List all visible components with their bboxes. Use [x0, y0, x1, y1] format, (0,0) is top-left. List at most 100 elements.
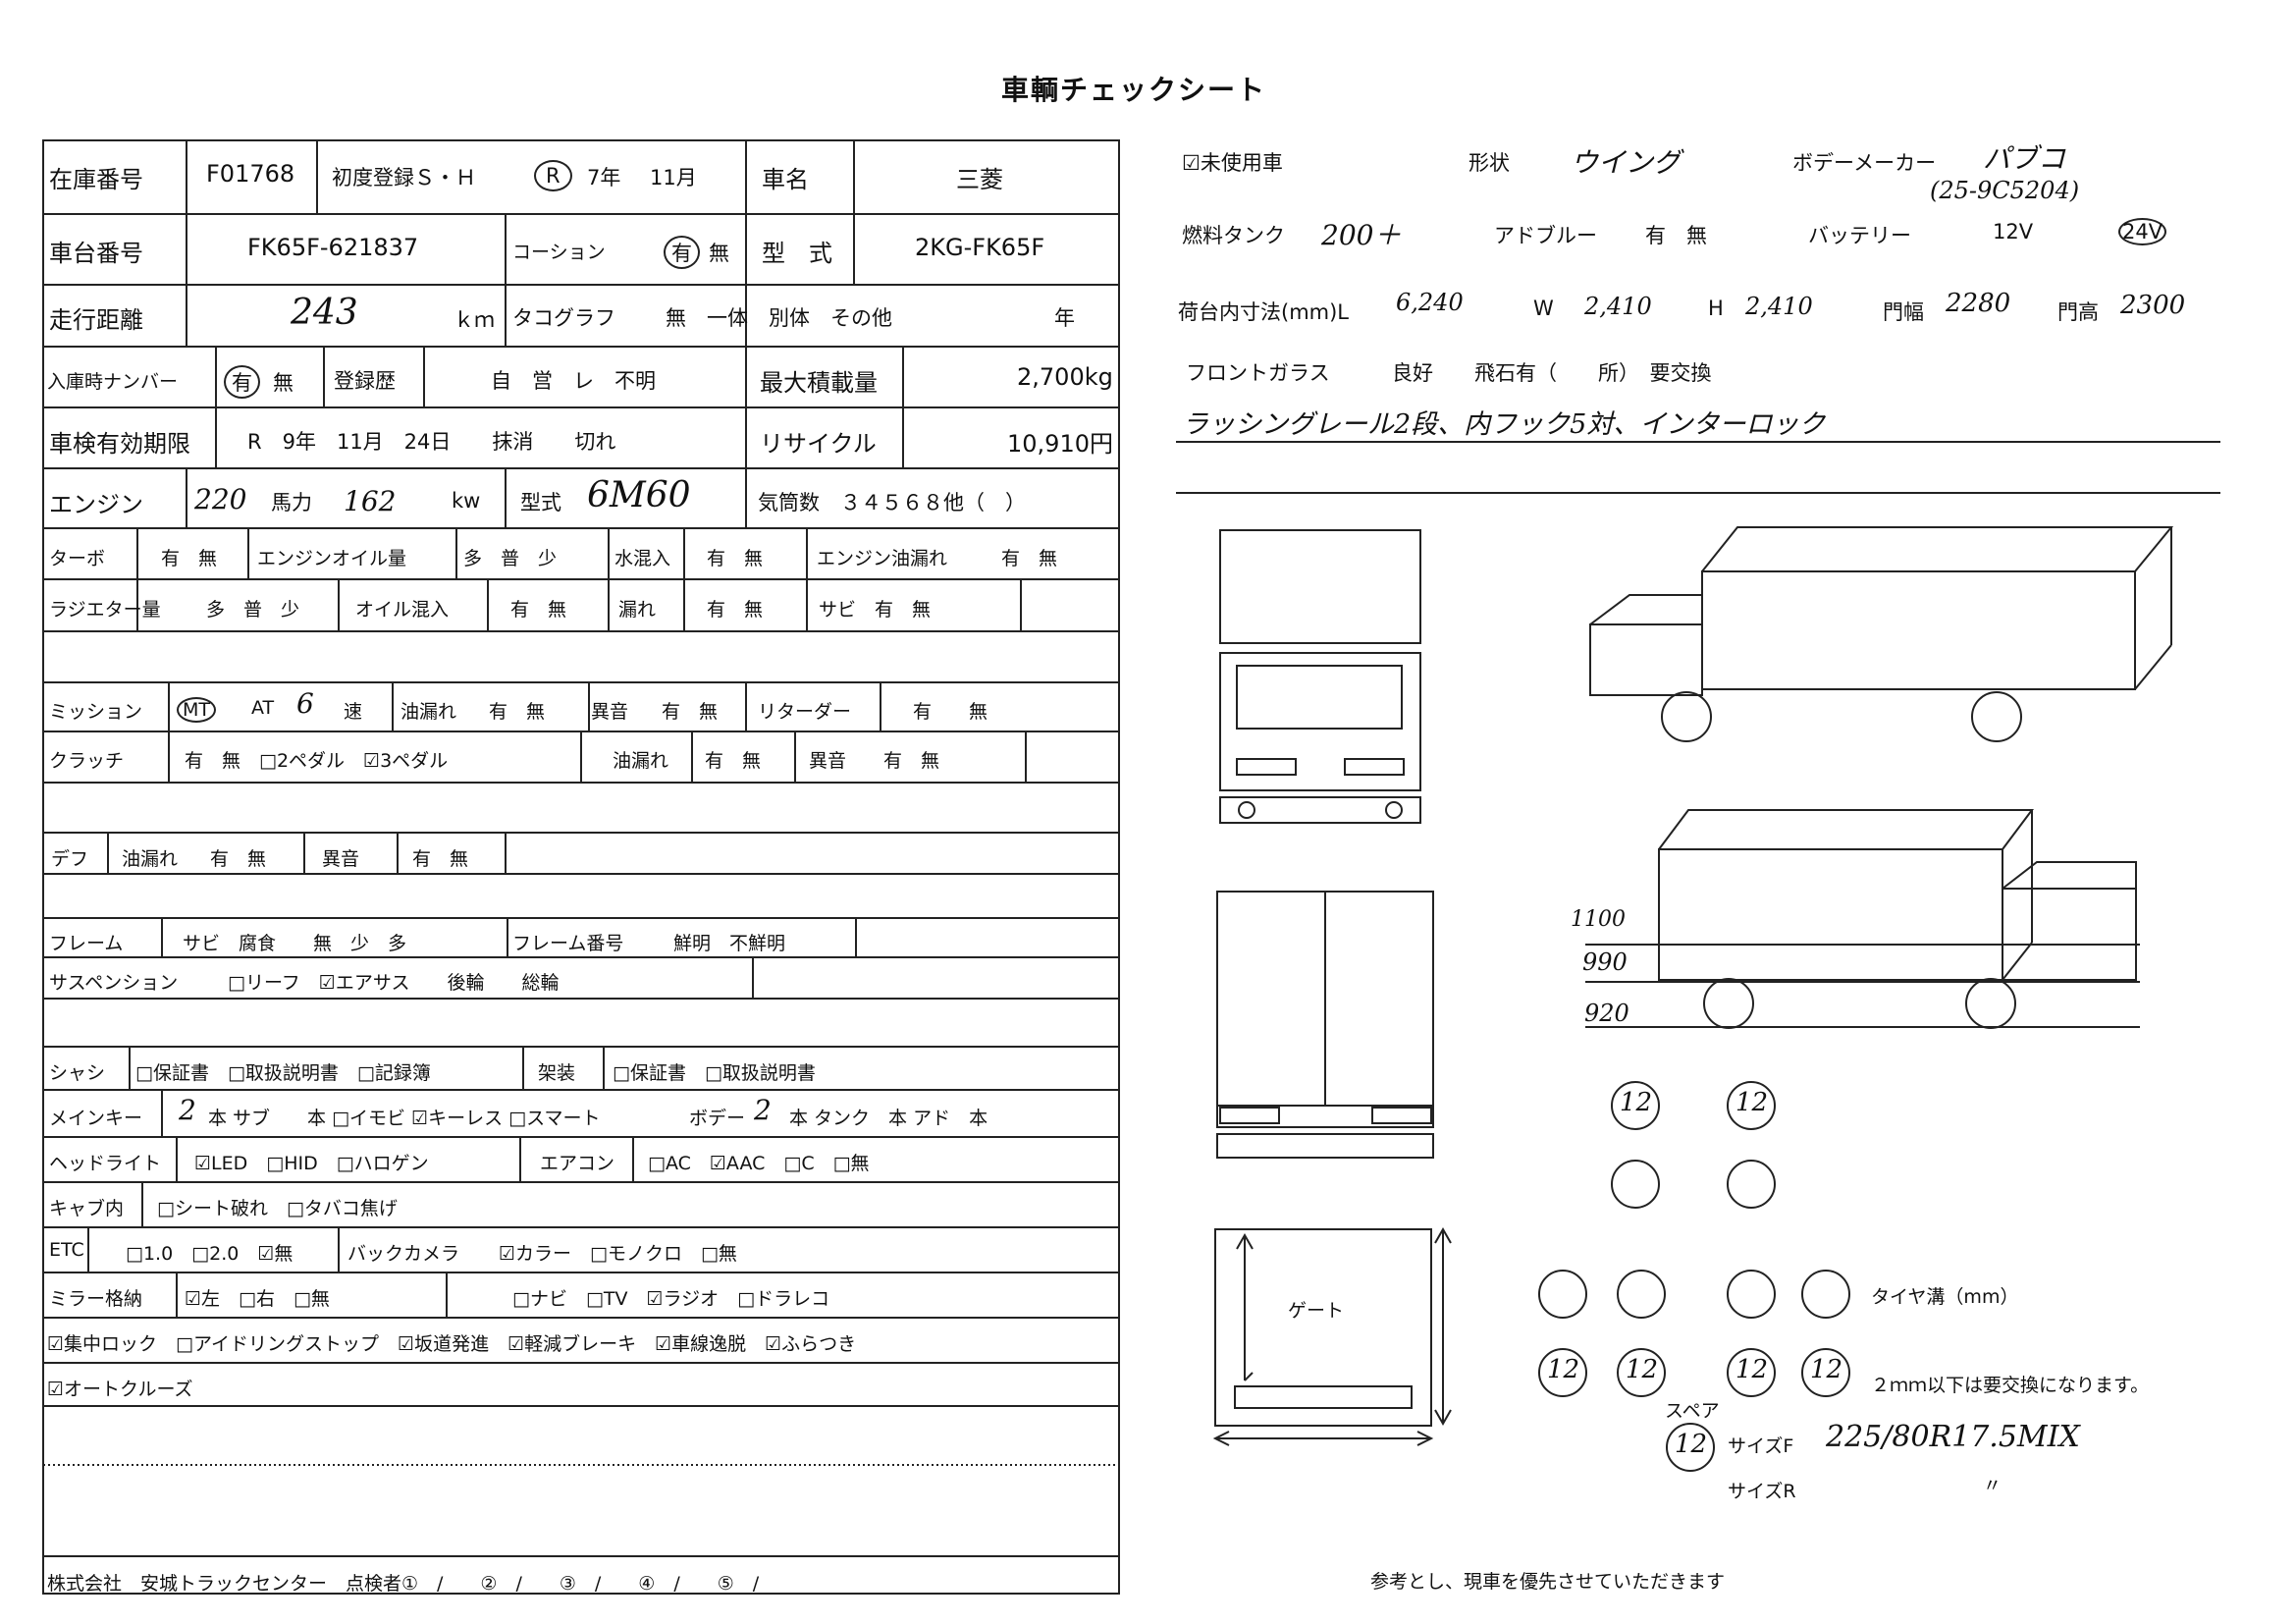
shadai-value: FK65F-621837 — [247, 234, 419, 261]
saidai-label: 最大積載量 — [760, 369, 878, 397]
suspension-options: □リーフ ☑エアサス 後輪 総輪 — [228, 972, 560, 994]
coshon-label: コーション — [512, 242, 606, 263]
battery-24v: 24V — [2118, 218, 2167, 245]
adblue-label: アドブルー — [1494, 224, 1597, 247]
engine-label: エンジン — [49, 491, 143, 518]
cargo-label: 荷台内寸法(mm)L — [1178, 300, 1349, 324]
taco-year: 年 — [1054, 306, 1075, 330]
cargo-width: 2,410 — [1584, 293, 1652, 320]
footer-inspector: 株式会社 安城トラックセンター 点検者① / ② / ③ / ④ / ⑤ / — [47, 1573, 760, 1595]
oil-mix-label: オイル混入 — [355, 599, 450, 621]
cargo-note: ラッシングレール2段、内フック5対、インターロック — [1182, 409, 1826, 440]
zaiko-value: F01768 — [206, 160, 295, 188]
tire-value: 12 — [1810, 1355, 1843, 1384]
tank-key-options: 本 タンク 本 アド 本 — [789, 1108, 988, 1129]
oil-amount-label: エンジンオイル量 — [257, 548, 407, 569]
taco-options: 無 一体 別体 その他 — [666, 306, 892, 330]
aircon-options: □AC ☑AAC □C □無 — [648, 1153, 870, 1174]
water-label: 水混入 — [614, 548, 671, 569]
height-920: 920 — [1584, 1000, 1629, 1027]
saidai-value: 2,700kg — [1017, 363, 1113, 391]
water-options: 有 無 — [707, 548, 764, 569]
battery-label: バッテリー — [1808, 224, 1911, 247]
bariki-label: 馬力 — [271, 491, 312, 514]
turbo-label: ターボ — [49, 548, 106, 569]
engine-kata-label: 型式 — [520, 491, 561, 514]
mon-h-value: 2300 — [2120, 291, 2186, 320]
mirror-options: ☑左 □右 □無 — [185, 1288, 330, 1310]
radiator-options: 多 普 少 — [206, 599, 300, 621]
mission-speed: 6 — [296, 687, 314, 720]
size-r-value: 〃 — [1983, 1475, 2002, 1496]
audio-options: □ナビ □TV ☑ラジオ □ドラレコ — [512, 1288, 830, 1310]
frame-no-label: フレーム番号 — [512, 933, 624, 954]
etc-options: □1.0 □2.0 ☑無 — [126, 1243, 294, 1265]
tire-note: ２ｍｍ以下は要交換になります。 — [1871, 1375, 2150, 1396]
era-value: R — [534, 160, 572, 191]
backcam-options: ☑カラー □モノクロ □無 — [499, 1243, 737, 1265]
maker-number: (25-9C5204) — [1930, 177, 2080, 204]
etc-label: ETC — [49, 1239, 84, 1261]
shadai-label: 車台番号 — [49, 240, 143, 267]
frame-options: サビ 腐食 無 少 多 — [183, 933, 407, 954]
mission-label: ミッション — [49, 701, 143, 723]
mission-noise-label: 異音 — [591, 701, 629, 723]
kata-value: 2KG-FK65F — [915, 234, 1045, 261]
aircon-label: エアコン — [540, 1153, 615, 1174]
turbo-options: 有 無 — [161, 548, 218, 569]
toroku-label: 登録歴 — [334, 369, 396, 393]
nyuko-yes: 有 — [224, 365, 260, 399]
diff-label: デフ — [51, 848, 89, 870]
shodo-month: 11月 — [650, 166, 697, 189]
frame-label: フレーム — [49, 933, 124, 954]
gate-label: ゲート — [1288, 1300, 1345, 1322]
engine-kata-value: 6M60 — [587, 475, 691, 515]
fuel-value: 200＋ — [1321, 219, 1402, 251]
kaso-label: 架装 — [538, 1062, 576, 1084]
shamei-label: 車名 — [762, 166, 809, 193]
shodo-label: 初度登録Ｓ・Ｈ — [332, 166, 476, 189]
diff-noise-label: 異音 — [322, 848, 360, 870]
nyuko-no: 無 — [273, 371, 294, 395]
maker-label: ボデーメーカー — [1792, 151, 1937, 175]
clutch-label: クラッチ — [49, 750, 125, 772]
height-990: 990 — [1582, 948, 1628, 976]
height-1100: 1100 — [1571, 907, 1626, 932]
backcam-label: バックカメラ — [347, 1243, 460, 1265]
front-glass-options: 良好 飛石有（ 所） 要交換 — [1392, 361, 1712, 385]
body-key-count: 2 — [754, 1094, 772, 1126]
cargo-w-label: W — [1533, 297, 1554, 320]
maker-value: パブコ — [1983, 142, 2066, 175]
diff-leak-label: 油漏れ — [122, 848, 179, 870]
mission-soku: 速 — [344, 701, 363, 723]
tire-value: 12 — [1735, 1088, 1769, 1117]
headlight-options: ☑LED □HID □ハロゲン — [194, 1153, 429, 1174]
disclaimer: 参考とし、現車を優先させていただきます — [1370, 1571, 1726, 1593]
shaken-value: R 9年 11月 24日 抹消 切れ — [247, 430, 616, 454]
oil-leak-label: エンジン油漏れ — [817, 548, 948, 569]
kata-label: 型 式 — [762, 240, 832, 267]
sokou-label: 走行距離 — [49, 306, 143, 334]
cargo-h-label: H — [1708, 297, 1724, 320]
mon-h-label: 門高 — [2057, 300, 2099, 324]
clutch-options: 有 無 □2ペダル ☑3ペダル — [185, 750, 449, 772]
tire-value: 12 — [1735, 1355, 1769, 1384]
fuel-label: 燃料タンク — [1182, 224, 1285, 247]
rust-options: サビ 有 無 — [819, 599, 932, 621]
mission-noise-options: 有 無 — [662, 701, 719, 723]
leak-label: 漏れ — [618, 599, 657, 621]
kw-value: 162 — [344, 485, 397, 517]
kw-label: kw — [452, 489, 481, 513]
keijo-value: ウイング — [1571, 146, 1682, 179]
tire-value: 12 — [1620, 1088, 1653, 1117]
shodo-year: 7年 — [587, 166, 621, 189]
size-r-label: サイズR — [1728, 1481, 1796, 1502]
mission-mt: MT — [177, 697, 216, 723]
retarder-label: リターダー — [758, 701, 852, 723]
spare-label: スペア — [1665, 1400, 1720, 1422]
clutch-leak-options: 有 無 — [705, 750, 762, 772]
shaken-label: 車検有効期限 — [49, 430, 190, 458]
tire-value: 12 — [1626, 1355, 1659, 1384]
